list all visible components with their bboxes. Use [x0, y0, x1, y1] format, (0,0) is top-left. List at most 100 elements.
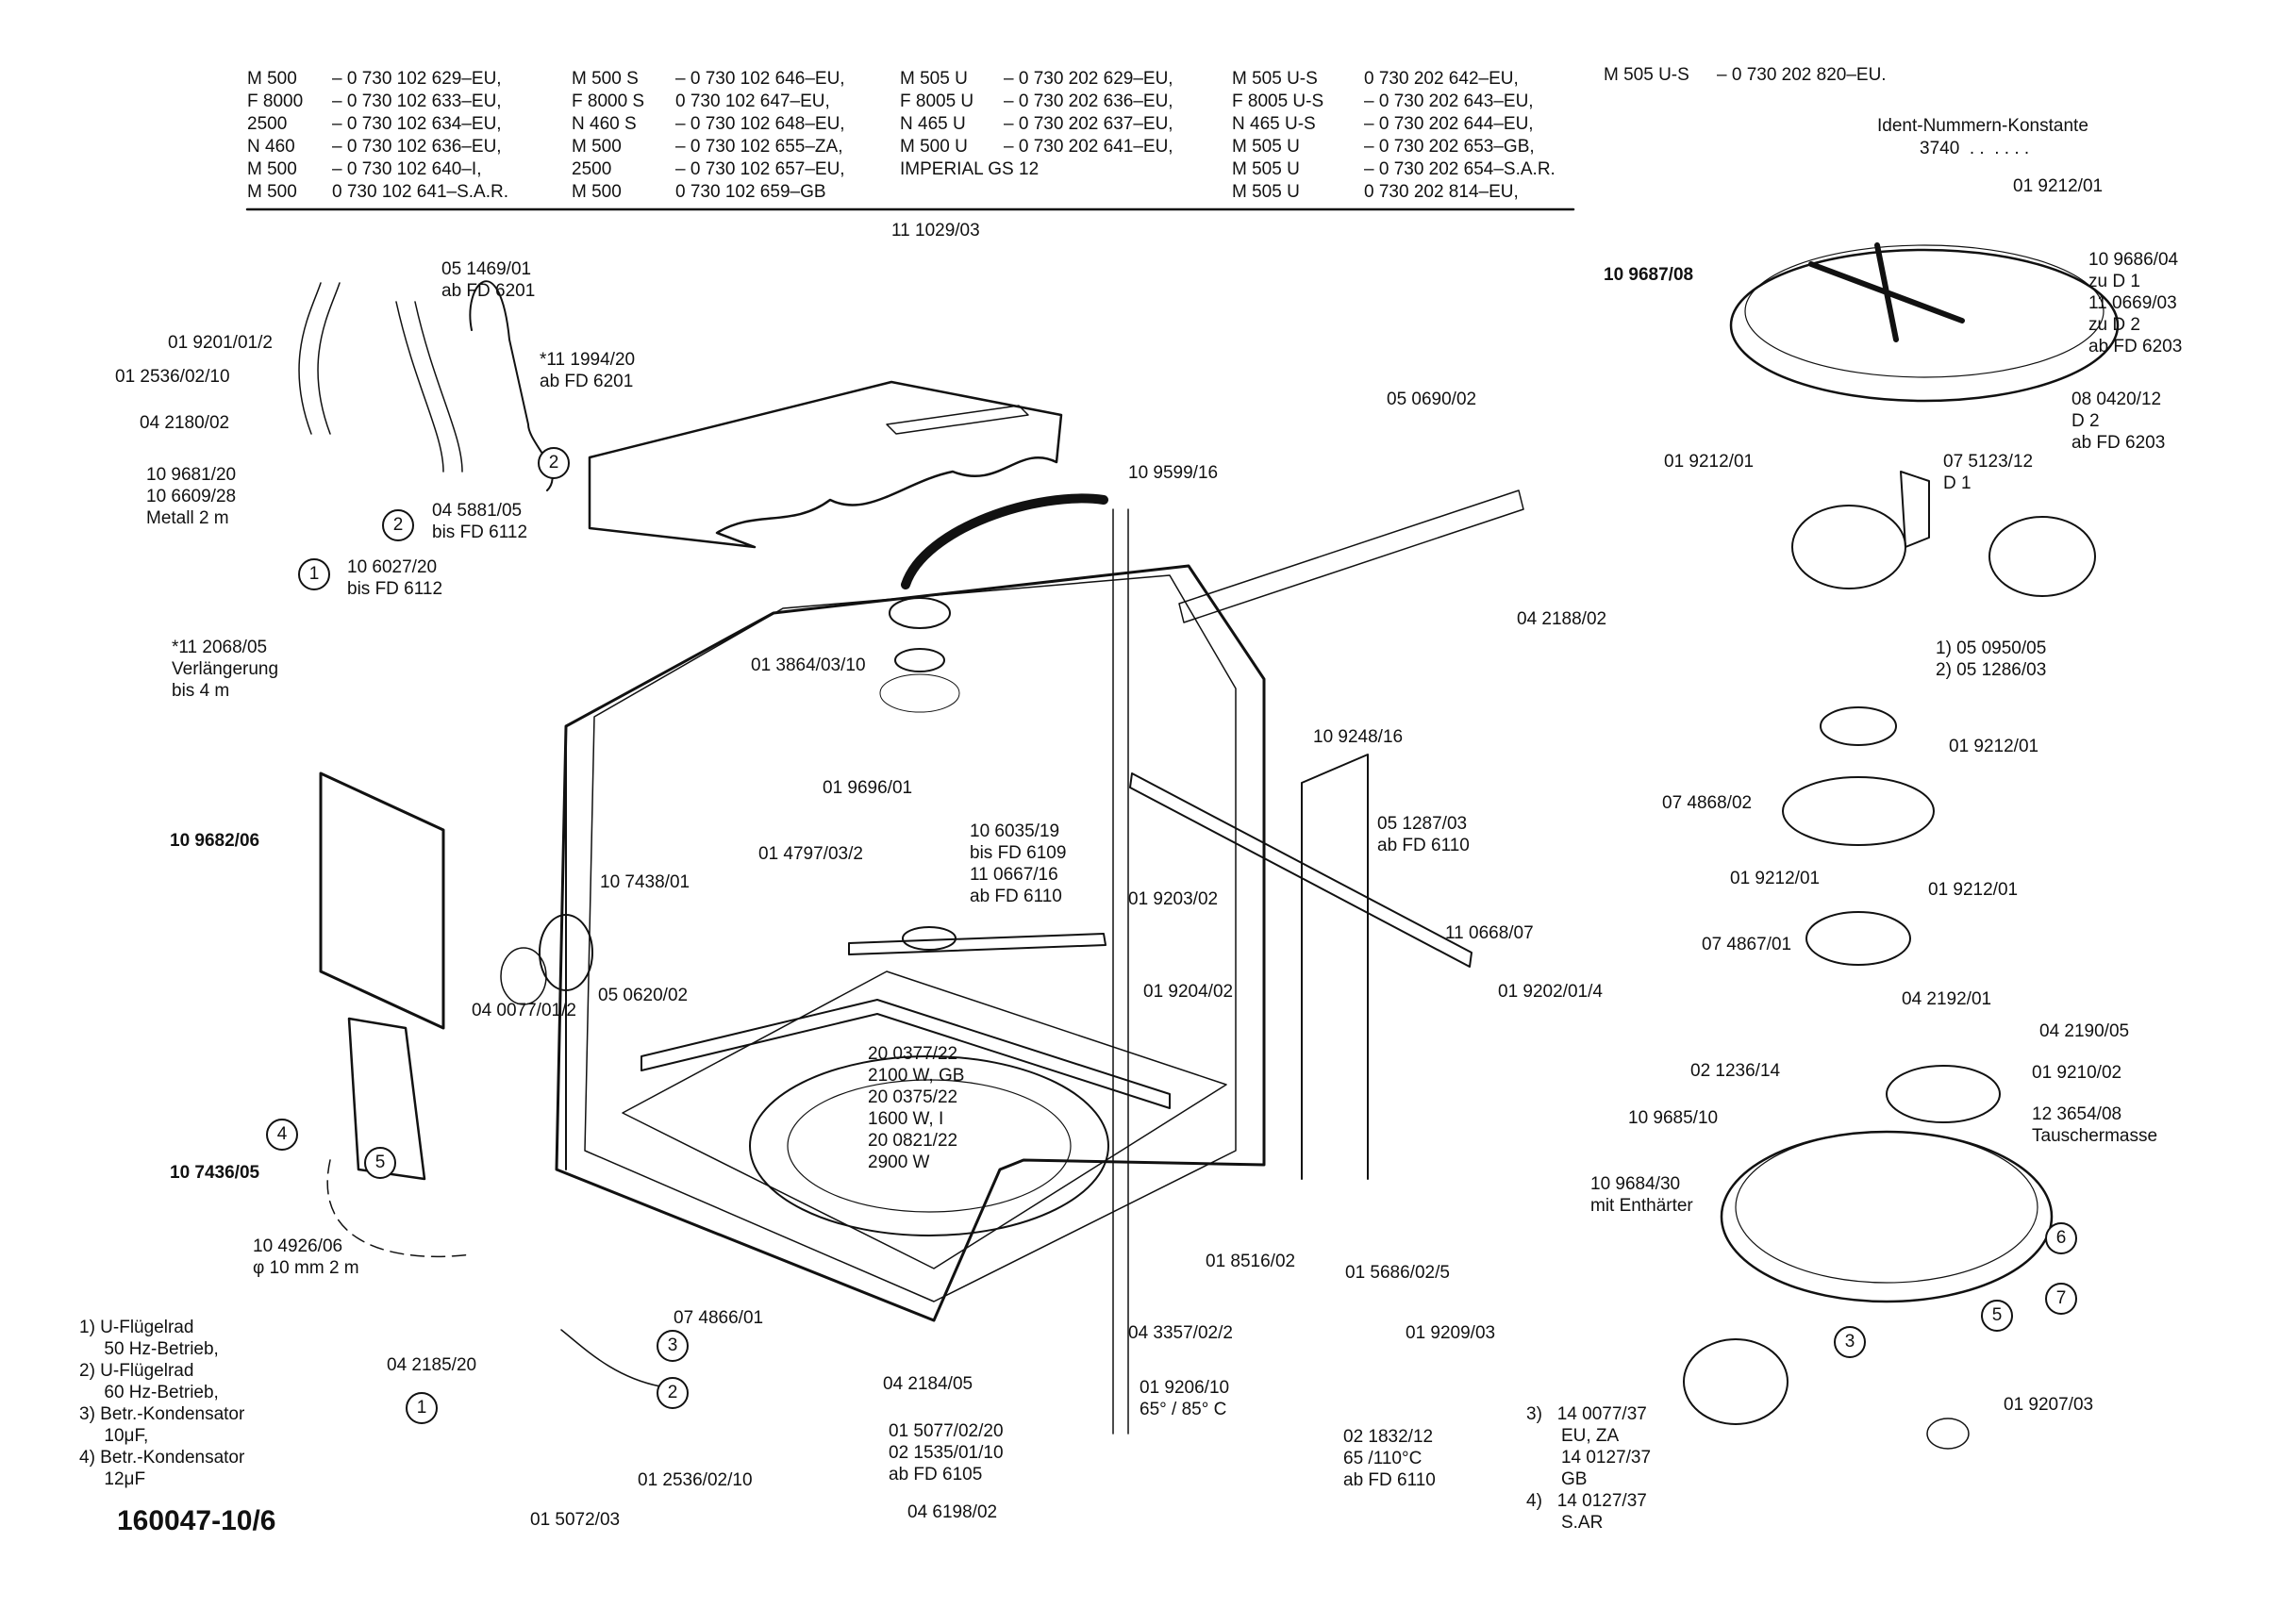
part-label: 01 9201/01/2 [168, 333, 273, 353]
part-label: 05 0690/02 [1387, 390, 1477, 409]
cabinet-drawing [555, 380, 1524, 1435]
part-label: 01 5077/02/20 02 1535/01/10 ab FD 6105 [889, 1421, 1004, 1485]
document-number: 160047-10/6 [117, 1505, 276, 1536]
part-label: 01 9212/01 [1949, 737, 2039, 756]
model-row: M 505 U-S– 0 730 202 820–EU. [1604, 65, 1887, 85]
part-label: *11 2068/05 Verlängerung bis 4 m [172, 638, 279, 701]
model-row: 2500– 0 730 102 657–EU, [572, 159, 845, 179]
part-label: 04 6198/02 [907, 1502, 998, 1522]
part-label: 10 9248/16 [1313, 727, 1404, 747]
part-label: 04 3357/02/2 [1128, 1323, 1233, 1343]
model-row: M 505 U– 0 730 202 629–EU, [900, 69, 1173, 89]
model-list-col3: M 505 U– 0 730 202 629–EU, F 8005 U– 0 7… [900, 68, 1173, 181]
part-label: 10 7436/05 [170, 1163, 260, 1183]
callout-marker: 6 [2045, 1222, 2077, 1254]
part-label: 01 9209/03 [1406, 1323, 1496, 1343]
part-label: 20 0377/22 2100 W, GB 20 0375/22 1600 W,… [868, 1044, 965, 1172]
part-label: 07 5123/12 D 1 [1943, 452, 2034, 493]
part-label: 07 4867/01 [1702, 935, 1792, 954]
model-list-col5: M 505 U-S– 0 730 202 820–EU. [1604, 64, 1887, 87]
part-label: 07 4868/02 [1662, 793, 1753, 813]
model-row: M 500– 0 730 102 640–I, [247, 159, 482, 179]
part-label: 01 5072/03 [530, 1510, 621, 1530]
part-label: 01 2536/02/10 [638, 1470, 753, 1490]
model-row: M 500– 0 730 102 655–ZA, [572, 137, 843, 157]
callout-marker: 3 [657, 1330, 689, 1362]
callout-marker: 5 [1981, 1300, 2013, 1332]
part-label: 05 1287/03 ab FD 6110 [1377, 814, 1470, 855]
legend-notes: 1) U-Flügelrad 50 Hz-Betrieb, 2) U-Flüge… [79, 1318, 245, 1489]
part-label: 10 7438/01 [600, 872, 690, 892]
part-label: 01 9696/01 [823, 778, 913, 798]
part-label: 01 9204/02 [1143, 982, 1234, 1002]
part-label: 01 4797/03/2 [758, 844, 863, 864]
part-label: 02 1236/14 [1690, 1061, 1781, 1081]
callout-marker: 5 [364, 1147, 396, 1179]
model-row: F 8005 U-S– 0 730 202 643–EU, [1232, 91, 1534, 111]
right-side-parts [1683, 242, 2120, 1450]
model-row: N 465 U– 0 730 202 637–EU, [900, 114, 1173, 134]
model-row: M 500 U– 0 730 202 641–EU, [900, 137, 1173, 157]
model-row: F 8000– 0 730 102 633–EU, [247, 91, 502, 111]
model-row: M 500 S– 0 730 102 646–EU, [572, 69, 845, 89]
ident-value: 3740 . . . . . . [1920, 139, 2030, 158]
part-label: 10 9687/08 [1604, 265, 1694, 285]
part-label: 10 9684/30 mit Enthärter [1590, 1174, 1693, 1216]
model-row: IMPERIAL GS 12 [900, 159, 1040, 179]
part-label: 04 2192/01 [1902, 989, 1992, 1009]
part-label: 04 2184/05 [883, 1374, 973, 1394]
part-label: 04 0077/01/2 [472, 1001, 576, 1020]
part-label: 02 1832/12 65 /110°C ab FD 6110 [1343, 1427, 1436, 1490]
callout-marker: 2 [657, 1377, 689, 1409]
model-row: N 465 U-S– 0 730 202 644–EU, [1232, 114, 1534, 134]
callout-marker: 1 [406, 1392, 438, 1424]
part-label: 04 2180/02 [140, 413, 230, 433]
model-row: N 460 S– 0 730 102 648–EU, [572, 114, 845, 134]
part-label: 05 0620/02 [598, 986, 689, 1005]
part-label: 1) 05 0950/05 2) 05 1286/03 [1936, 639, 2047, 680]
model-list-col1: M 500– 0 730 102 629–EU, F 8000– 0 730 1… [247, 68, 508, 204]
part-label: 01 9210/02 [2032, 1063, 2122, 1083]
callout-marker: 1 [298, 558, 330, 590]
part-label: 10 9681/20 10 6609/28 Metall 2 m [146, 465, 237, 528]
callout-marker: 3 [1834, 1326, 1866, 1358]
part-label: 12 3654/08 Tauschermasse [2032, 1104, 2158, 1146]
part-label: 10 9599/16 [1128, 463, 1219, 483]
callout-marker: 7 [2045, 1283, 2077, 1315]
callout-marker: 2 [382, 509, 414, 541]
model-row: M 505 U– 0 730 202 654–S.A.R. [1232, 159, 1556, 179]
part-label: 05 1469/01 ab FD 6201 [441, 259, 536, 301]
model-row: N 460– 0 730 102 636–EU, [247, 137, 502, 157]
part-label: 01 5686/02/5 [1345, 1263, 1450, 1283]
model-row: F 8005 U– 0 730 202 636–EU, [900, 91, 1173, 111]
part-label: 04 5881/05 bis FD 6112 [432, 501, 528, 542]
part-label: 01 9203/02 [1128, 889, 1219, 909]
part-label: 01 3864/03/10 [751, 655, 866, 675]
part-label: 10 4926/06 φ 10 mm 2 m [253, 1236, 359, 1278]
part-label: 04 2190/05 [2039, 1021, 2130, 1041]
part-label: 01 2536/02/10 [115, 367, 230, 387]
part-label: 01 8516/02 [1206, 1252, 1296, 1271]
part-label: 01 9202/01/4 [1498, 982, 1603, 1002]
part-label: 04 2188/02 [1517, 609, 1607, 629]
part-label: 07 4866/01 [674, 1308, 764, 1328]
part-label: 10 9685/10 [1628, 1108, 1719, 1128]
part-label: 11 0668/07 [1445, 923, 1534, 943]
left-side-parts [298, 280, 661, 1387]
model-row: M 505 U– 0 730 202 653–GB, [1232, 137, 1535, 157]
part-label: 01 9212/01 [2013, 176, 2104, 196]
callout-marker: 4 [266, 1119, 298, 1151]
part-label: 10 6027/20 bis FD 6112 [347, 557, 443, 599]
part-label: 10 9682/06 [170, 831, 260, 851]
part-label: 01 9212/01 [1664, 452, 1755, 472]
part-label: 01 9212/01 [1730, 869, 1821, 888]
part-label: 01 9206/10 65° / 85° C [1140, 1378, 1230, 1419]
part-label: 10 9686/04 zu D 1 11 0669/03 zu D 2 ab F… [2088, 250, 2183, 357]
